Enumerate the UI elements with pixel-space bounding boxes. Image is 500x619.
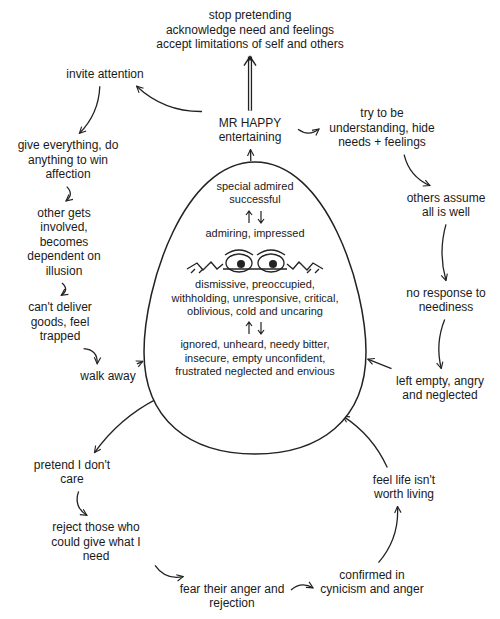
phrase-node: feel life isn't worth living [359,471,449,504]
arrow-head [244,57,256,66]
flow-arrow [368,359,392,369]
flow-arrow [442,224,446,280]
phrase-node: give everything, do anything to win affe… [12,136,124,183]
flow-arrow [66,187,70,201]
node-text: can't deliver goods, feel trapped [14,300,106,343]
flow-arrow [248,57,252,111]
phrase-node: MR HAPPY entertaining [205,114,295,147]
flow-arrow [291,585,313,590]
node-text: MR HAPPY entertaining [207,116,293,145]
flow-arrow [404,155,430,186]
phrase-node: others assume all is well [402,189,490,222]
double-line-gap [249,61,251,111]
flow-arrow [77,491,87,515]
node-text: give everything, do anything to win affe… [14,138,122,181]
flow-arrow [155,565,183,577]
phrase-node: no response to neediness [402,284,490,317]
flow-arrow [137,86,202,111]
node-text: other gets involved, becomes dependent o… [15,206,113,278]
node-text: pretend I don't care [28,458,116,487]
phrase-node: pretend I don't care [26,456,118,489]
node-text: admiring, impressed [190,227,320,240]
node-text: left empty, angry and neglected [396,374,484,403]
phrase-node: walk away [73,367,143,385]
node-text: confirmed in cynicism and anger [318,568,426,597]
flow-arrow [61,283,65,295]
flow-arrow [84,349,98,364]
node-text: invite attention [57,67,153,81]
flow-arrow [343,416,387,468]
node-text: others assume all is well [404,191,488,220]
flow-arrow [95,399,157,453]
node-text: no response to neediness [404,286,488,315]
flow-arrow [79,86,99,133]
node-text: feel life isn't worth living [361,473,447,502]
phrase-node: stop pretendingacknowledge need and feel… [125,6,375,53]
flow-arrow [250,149,252,161]
flow-arrow [379,506,398,562]
node-text: acknowledge need and feelings [127,23,373,37]
flow-arrow [137,361,143,364]
phrase-node: reject those who could give what I need [40,518,152,565]
node-text: ignored, unheard, needy bitter, insecure… [175,338,335,378]
node-text: reject those who could give what I need [42,520,150,563]
double-arrow [235,210,275,224]
phrase-node: fear their anger and rejection [176,580,288,613]
node-text: accept limitations of self and others [127,37,373,51]
peeking-eyes [185,243,325,275]
node-text: try to be understanding, hide needs + fe… [324,106,440,149]
node-text: dismissive, preoccupied, withholding, un… [165,278,345,318]
double-arrow [235,321,275,335]
flow-arrow [298,129,319,133]
node-text: special admired successful [209,180,301,207]
node-text: fear their anger and rejection [178,582,286,611]
node-text: stop pretending [127,8,373,22]
phrase-node: confirmed in cynicism and anger [316,566,428,599]
phrase-node: left empty, angry and neglected [394,372,486,405]
phrase-node: try to be understanding, hide needs + fe… [322,104,442,151]
node-text: walk away [75,369,141,383]
phrase-node: invite attention [55,65,155,83]
phrase-node: can't deliver goods, feel trapped [12,298,108,345]
flow-arrow [439,319,445,368]
phrase-node: other gets involved, becomes dependent o… [13,204,115,280]
egg-shape: special admired successful admiring, impr… [140,158,370,458]
